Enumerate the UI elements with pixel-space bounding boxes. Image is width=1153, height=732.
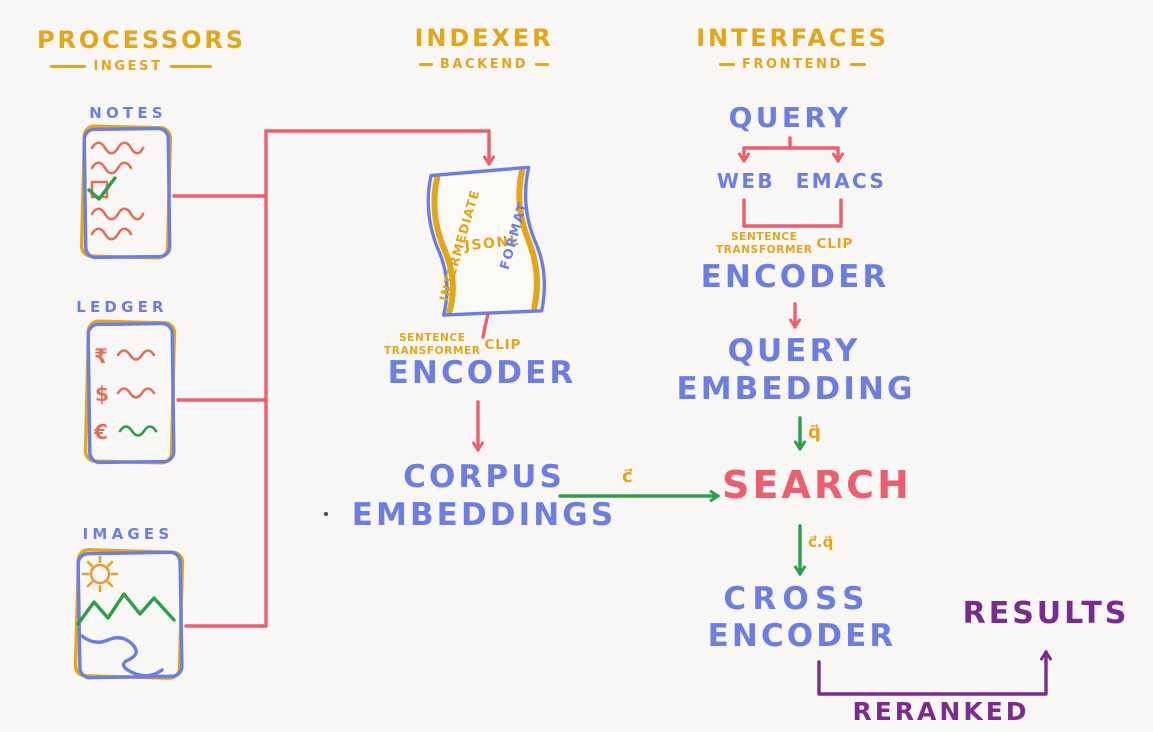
interfaces-subtitle: FRONTEND [690,57,895,72]
transformer-text: TRANSFORMER [716,243,813,256]
euro-symbol: € [93,420,108,444]
dot-product-label: c⃗.q⃗ [808,533,834,551]
query-embedding-line2: EMBEDDING [676,371,916,407]
corpus-label-line2: EMBEDDINGS [351,497,617,533]
checkmark-icon [87,176,117,201]
images-card-border [76,550,184,680]
indexer-encoder-label: ENCODER [387,355,577,391]
scroll-outline [426,165,547,317]
results-label: RESULTS [962,596,1130,631]
processors-title: PROCESSORS [37,26,246,54]
indexer-subtitle: BACKEND [398,57,570,72]
indexer-model-label: SENTENCE TRANSFORMER CLIP [384,332,521,357]
interfaces-encoder-label: ENCODER [700,259,890,295]
transformer-text: TRANSFORMER [384,344,481,357]
notes-card [79,124,173,260]
sentence-text: SENTENCE [730,231,798,243]
clip-label: CLIP [816,235,854,252]
scroll-right-band [516,168,540,311]
stray-dot [324,512,328,516]
ingest-pipeline-lines [172,129,495,628]
search-label: SEARCH [722,463,912,507]
notes-label: NOTES [89,104,167,122]
subtitle-line [850,63,867,66]
ledger-card: ₹ $ € [83,319,177,465]
subtitle-line [50,65,87,68]
interfaces-title: INTERFACES [696,24,889,52]
scroll-paper [428,167,545,316]
web-label: WEB [716,169,776,193]
ledger-squiggle [116,387,156,399]
cross-encoder-line1: CROSS [723,581,871,617]
notes-card-border [82,126,172,260]
interfaces-header: INTERFACES FRONTEND [690,24,895,72]
subtitle-line [418,63,433,66]
scroll-center-text: JSONL [463,233,521,255]
subtitle-line [169,65,212,68]
emacs-label: EMACS [795,169,887,193]
images-card [73,548,185,680]
indexer-flow-lines [472,312,720,502]
reranked-label: RERANKED [852,697,1030,726]
interfaces-model-label: SENTENCE TRANSFORMER CLIP [716,231,853,256]
indexer-header: INDEXER BACKEND [398,24,570,72]
sentence-text: SENTENCE [398,332,466,344]
sentence-transformer-label: SENTENCE TRANSFORMER [384,332,481,357]
ledger-card-border [86,321,176,465]
sentence-transformer-label: SENTENCE TRANSFORMER [716,231,813,256]
ledger-label: LEDGER [76,298,168,316]
ledger-squiggle-green [118,425,158,437]
rupee-symbol: ₹ [94,344,108,368]
interfaces-subtitle-text: FRONTEND [741,57,844,72]
query-label: QUERY [728,101,852,134]
sun-icon [81,555,119,593]
dollar-symbol: $ [95,382,109,406]
jsonl-scroll-icon: INTERMEDIATE JSONL FORMAT [426,165,547,317]
subtitle-line [718,63,735,66]
processors-subtitle: INGEST [37,59,225,74]
query-vector-label: q⃗ [808,422,821,443]
processors-header: PROCESSORS INGEST [37,26,246,74]
corpus-vector-label: c⃗ [622,466,633,487]
subtitle-line [535,63,550,66]
cross-encoder-line2: ENCODER [707,618,897,654]
ledger-squiggle [116,349,156,361]
mountain-icon [76,592,176,626]
corpus-label-line1: CORPUS [403,459,565,495]
processors-subtitle-text: INGEST [93,59,163,74]
note-squiggles [90,141,145,241]
query-embedding-line1: QUERY [727,333,861,369]
clip-label: CLIP [484,336,522,353]
images-label: IMAGES [82,525,174,543]
scroll-left-band [431,174,456,316]
indexer-subtitle-text: BACKEND [439,57,529,72]
river-icon [80,634,164,678]
interfaces-flow-lines [738,136,1052,696]
indexer-title: INDEXER [414,24,554,52]
